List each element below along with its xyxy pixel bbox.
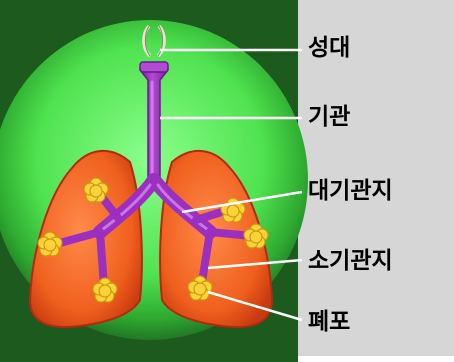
label-bronchi: 대기관지 (308, 180, 393, 203)
label-vocal-cords: 성대 (308, 37, 350, 60)
label-trachea: 기관 (308, 106, 350, 129)
label-bronchioles: 소기관지 (308, 250, 393, 273)
label-alveoli: 폐포 (308, 311, 350, 334)
